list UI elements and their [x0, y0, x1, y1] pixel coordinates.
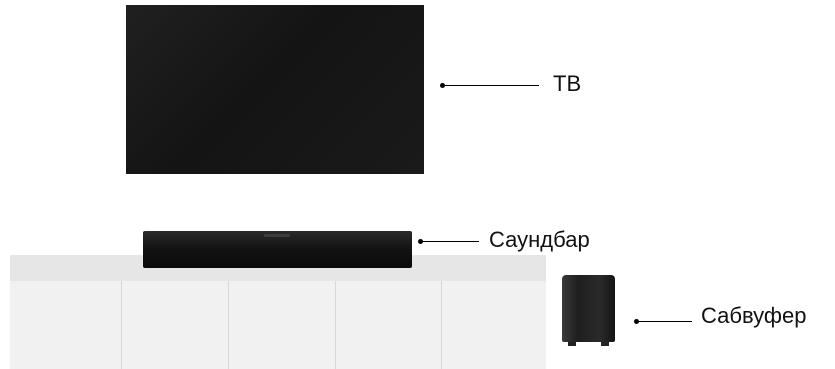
cabinet-door-divider	[335, 281, 336, 369]
tv-leader-dot	[440, 83, 445, 88]
cabinet-door-divider	[121, 281, 122, 369]
subwoofer-icon	[562, 275, 615, 346]
tv-leader-line	[443, 85, 539, 86]
soundbar-logo	[264, 234, 290, 237]
soundbar-leader-line	[421, 241, 479, 242]
cabinet-door-divider	[441, 281, 442, 369]
soundbar-label: Саундбар	[489, 227, 590, 252]
subwoofer-foot	[568, 342, 576, 346]
tv-label: ТВ	[553, 71, 582, 96]
subwoofer-label: Сабвуфер	[701, 303, 807, 328]
subwoofer-leader-dot	[634, 319, 639, 324]
cabinet-door-divider	[228, 281, 229, 369]
subwoofer-leader-line	[637, 321, 692, 322]
tv-icon	[126, 5, 424, 174]
soundbar-leader-dot	[418, 239, 423, 244]
subwoofer-foot	[601, 342, 609, 346]
tv-cabinet	[10, 281, 546, 369]
soundbar-icon	[143, 231, 412, 268]
